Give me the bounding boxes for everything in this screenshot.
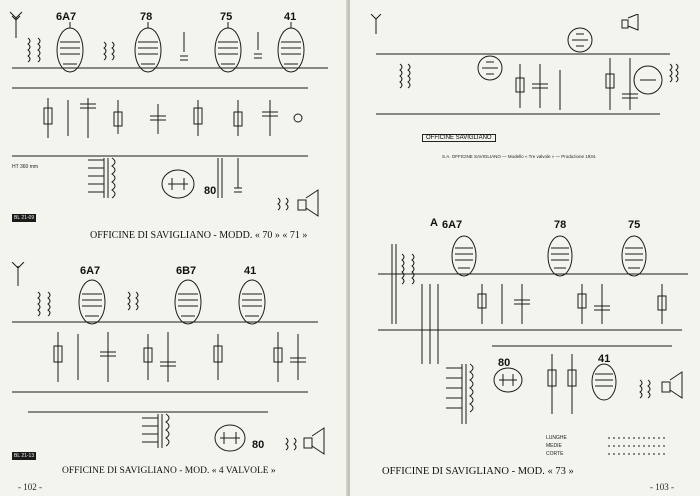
tube-label-41: 41 — [598, 353, 610, 365]
tube-75: 75 — [214, 11, 242, 73]
tube-label-6b7: 6B7 — [176, 265, 196, 277]
officine-savigliano-label: OFFICINE SAVIGLIANO — [422, 134, 496, 142]
caption-models-70-71: OFFICINE DI SAVIGLIANO - MODD. « 70 » « … — [90, 230, 308, 241]
schematic-tre-valvole — [370, 14, 679, 115]
rectifier-80: 80 — [493, 357, 523, 393]
tube-41: 41 — [591, 353, 617, 401]
tube-label-80: 80 — [498, 357, 510, 369]
band-labels: LUNGHE MEDIE CORTE — [546, 434, 567, 458]
tube-label-75: 75 — [220, 11, 232, 23]
tube-6b7: 6B7 — [174, 265, 202, 325]
tube-78: 78 — [547, 219, 573, 277]
badge-top: BL 21-09 — [12, 214, 37, 222]
production-note: S.A. OFFICINE SAVIGLIANO — Modello « Tre… — [442, 154, 597, 159]
tube-6a7: 6A7 — [442, 219, 477, 277]
marker-a: A — [430, 217, 438, 229]
rectifier-80: 80 — [161, 169, 216, 199]
tube-75: 75 — [621, 219, 647, 277]
tube-label-6a7: 6A7 — [80, 265, 100, 277]
tube-6a7: 6A7 — [56, 11, 84, 73]
book-gutter — [346, 0, 352, 496]
tube-label-41: 41 — [284, 11, 296, 23]
left-page: 6A7 78 75 41 — [0, 0, 348, 496]
speaker-icon — [303, 427, 325, 455]
caption-model-73: OFFICINE DI SAVIGLIANO - MOD. « 73 » — [382, 466, 574, 477]
tube-label-80: 80 — [252, 439, 264, 451]
antenna-icon — [370, 14, 382, 34]
antenna-icon — [11, 262, 25, 286]
schematic-models-70-71: 6A7 78 75 41 — [9, 11, 328, 217]
page-number-left: - 102 - — [18, 482, 42, 492]
tube-label-78: 78 — [140, 11, 152, 23]
tube-label-6a7: 6A7 — [56, 11, 76, 23]
tube-6a7: 6A7 — [78, 265, 106, 325]
rectifier-80: 80 — [214, 424, 264, 452]
tube-label-75: 75 — [628, 219, 640, 231]
annotation-ht: HT 360 mm — [12, 164, 38, 170]
page-number-right: - 103 - — [650, 482, 674, 492]
speaker-icon — [297, 189, 319, 217]
tube-78: 78 — [134, 11, 162, 73]
schematic-model-73: A 6A7 78 75 — [378, 217, 688, 455]
band-switch-grid — [608, 437, 668, 455]
speaker-icon — [621, 14, 639, 31]
right-page: OFFICINE SAVIGLIANO S.A. OFFICINE SAVIGL… — [350, 0, 700, 496]
tube-label-41: 41 — [244, 265, 256, 277]
antenna-icon — [9, 11, 23, 38]
tube-label-80: 80 — [204, 185, 216, 197]
speaker-icon — [661, 371, 683, 399]
tube-41: 41 — [238, 265, 266, 325]
caption-4-valvole: OFFICINE DI SAVIGLIANO - MOD. « 4 VALVOL… — [62, 466, 276, 476]
schematic-4-valvole: 6A7 6B7 41 80 — [11, 262, 325, 455]
tube-label-78: 78 — [554, 219, 566, 231]
band-label-lunghe: LUNGHE — [546, 435, 567, 441]
badge-bottom: BL 21-13 — [12, 452, 37, 460]
tube-41: 41 — [277, 11, 305, 73]
tube-label-6a7: 6A7 — [442, 219, 462, 231]
band-label-corte: CORTE — [546, 451, 564, 457]
band-label-medie: MEDIE — [546, 443, 562, 449]
